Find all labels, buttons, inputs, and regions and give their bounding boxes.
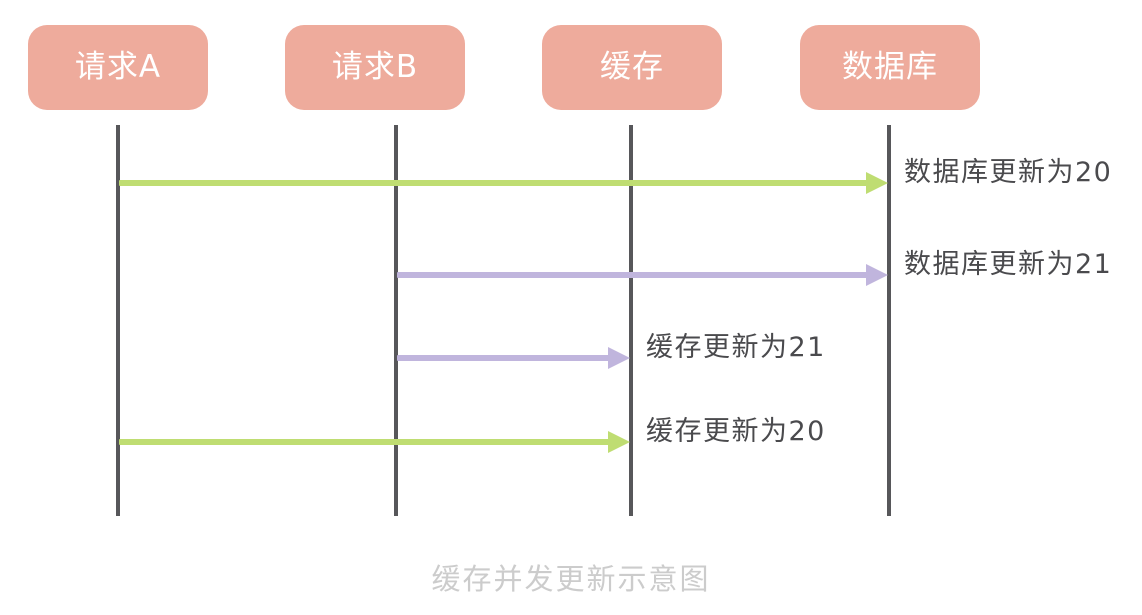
message-label-a-to-cache: 缓存更新为20 bbox=[646, 416, 826, 447]
message-label-b-to-cache: 缓存更新为21 bbox=[646, 332, 826, 363]
participant-label-cache: 缓存 bbox=[600, 49, 664, 85]
participant-label-database: 数据库 bbox=[842, 49, 938, 85]
participant-box-cache: 缓存 bbox=[542, 25, 722, 110]
message-arrowhead bbox=[866, 264, 888, 286]
lifeline-database bbox=[887, 125, 891, 516]
message-label-b-to-database: 数据库更新为21 bbox=[904, 249, 1113, 280]
diagram-caption: 缓存并发更新示意图 bbox=[431, 562, 711, 596]
message-arrowhead bbox=[866, 172, 888, 194]
message-label-a-to-database: 数据库更新为20 bbox=[904, 157, 1113, 188]
lifeline-cache bbox=[629, 125, 633, 516]
participant-label-request-a: 请求A bbox=[74, 49, 162, 85]
message-arrow-b-to-cache: 缓存更新为21 bbox=[397, 333, 824, 369]
message-line bbox=[397, 355, 610, 361]
message-arrowhead bbox=[608, 431, 630, 453]
message-line bbox=[119, 439, 610, 445]
message-arrow-b-to-database: 数据库更新为21 bbox=[397, 250, 1111, 286]
participant-box-database: 数据库 bbox=[800, 25, 980, 110]
message-arrow-a-to-database: 数据库更新为20 bbox=[119, 158, 1111, 194]
message-arrow-a-to-cache: 缓存更新为20 bbox=[119, 417, 824, 453]
participant-label-request-b: 请求B bbox=[331, 49, 419, 85]
message-line bbox=[119, 180, 868, 186]
lifeline-request-b bbox=[394, 125, 398, 516]
message-line bbox=[397, 272, 868, 278]
participant-box-request-a: 请求A bbox=[28, 25, 208, 110]
participant-box-request-b: 请求B bbox=[285, 25, 465, 110]
message-arrowhead bbox=[608, 347, 630, 369]
lifeline-request-a bbox=[116, 125, 120, 516]
